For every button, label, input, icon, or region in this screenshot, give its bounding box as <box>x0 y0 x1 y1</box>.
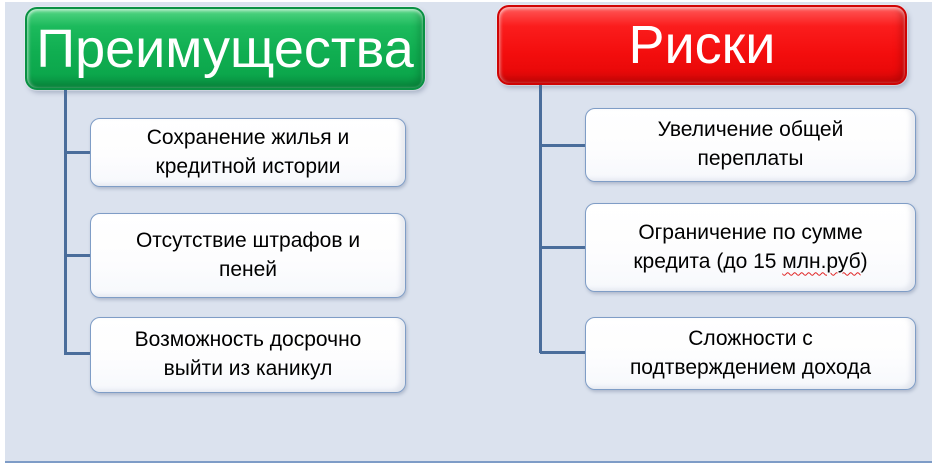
advantage-card-2: Отсутствие штрафов и пеней <box>90 213 406 298</box>
connector-branch-risk-3 <box>540 351 587 354</box>
advantage-card-2-text: Отсутствие штрафов и пеней <box>135 228 361 281</box>
risks-header-label: Риски <box>628 15 776 75</box>
advantage-card-1-text: Сохранение жилья и кредитной истории <box>146 125 350 178</box>
connector-trunk-advantages <box>64 90 67 355</box>
connector-branch-risk-2 <box>540 246 587 249</box>
risk-card-2-text-before: Ограничение по сумме кредита (до 15 <box>633 220 863 273</box>
connector-branch-risk-1 <box>540 144 587 147</box>
risk-card-2-text-after: ) <box>860 249 868 273</box>
slide-background: Преимущества Риски Сохранение жилья и кр… <box>5 2 932 463</box>
advantage-card-3: Возможность досрочно выйти из каникул <box>90 317 406 393</box>
connector-trunk-risks <box>539 85 542 353</box>
risk-card-3: Сложности с подтверждением дохода <box>585 317 916 390</box>
risk-card-1-text: Увеличение общей переплаты <box>657 118 844 170</box>
risk-card-3-text: Сложности с подтверждением дохода <box>629 326 872 379</box>
advantage-card-1: Сохранение жилья и кредитной истории <box>90 118 406 187</box>
connector-branch-advantage-2 <box>65 254 92 257</box>
connector-branch-advantage-1 <box>65 151 92 154</box>
advantage-card-3-text: Возможность досрочно выйти из каникул <box>134 328 362 380</box>
connector-branch-advantage-3 <box>65 352 92 355</box>
risk-card-2: Ограничение по сумме кредита (до 15 млн.… <box>585 203 916 292</box>
advantages-header: Преимущества <box>25 7 425 90</box>
risk-card-1: Увеличение общей переплаты <box>585 108 916 182</box>
advantages-header-label: Преимущества <box>36 18 414 79</box>
risks-header: Риски <box>497 5 907 85</box>
risk-card-2-spellcheck-word: млн.руб <box>782 249 861 273</box>
risk-card-2-text: Ограничение по сумме кредита (до 15 млн.… <box>633 219 867 277</box>
